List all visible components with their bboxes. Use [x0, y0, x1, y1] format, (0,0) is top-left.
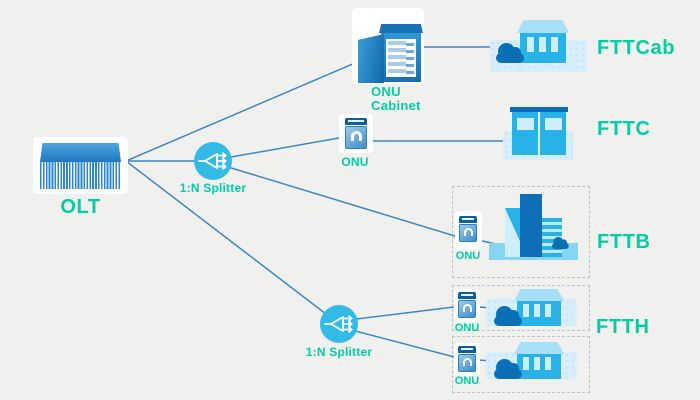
onu-device-icon	[458, 292, 476, 318]
onu-fttc-label: ONU	[341, 155, 369, 169]
onu-cabinet-node[interactable]	[352, 8, 424, 84]
ftth-lower-house-icon[interactable]	[514, 342, 564, 379]
onu-fttc-node[interactable]	[339, 114, 373, 153]
splitter-top-label: 1:N Splitter	[179, 181, 247, 195]
cloud-icon	[552, 237, 569, 249]
onu-arch-icon	[462, 304, 472, 312]
link-olt-to-splitter-bottom	[125, 160, 340, 325]
onu-ftth-upper-node[interactable]	[454, 289, 480, 322]
fttcab-house-icon[interactable]	[517, 20, 569, 63]
onu-arch-icon	[350, 131, 362, 141]
link-splitter-top-to-onu-fttb	[214, 162, 469, 241]
link-splitter-top-to-onu-fttc	[213, 134, 357, 161]
onu-ftth-lower-node[interactable]	[454, 343, 480, 376]
olt-node[interactable]	[33, 137, 128, 194]
onu-cabinet-label-line1: ONU	[371, 84, 401, 99]
onu-cabinet-label: ONU Cabinet	[371, 85, 431, 113]
onu-fttb-node[interactable]	[455, 211, 482, 249]
ftth-upper-house-icon[interactable]	[514, 289, 564, 326]
cabinet-cap-icon	[379, 24, 423, 33]
onu-arch-icon	[462, 358, 472, 366]
onu-device-icon	[345, 118, 367, 149]
onu-device-icon	[458, 346, 476, 372]
link-splitter-bottom-to-onu-ftth-lower	[339, 326, 463, 360]
link-splitter-bottom-to-onu-ftth-upper	[339, 305, 463, 322]
fttcab-label: FTTCab	[597, 37, 676, 59]
ftth-label: FTTH	[596, 316, 650, 338]
cabinet-door-icon	[358, 34, 384, 83]
ftth-upper-group-box	[452, 285, 590, 331]
city-buildings-icon[interactable]	[489, 194, 578, 260]
onu-ftth-lower-label: ONU	[454, 375, 480, 387]
splitter-bottom-label: 1:N Splitter	[305, 345, 373, 359]
fttb-group-box	[452, 186, 590, 278]
fttb-label: FTTB	[597, 231, 651, 253]
cloud-icon	[496, 43, 524, 63]
splitter-top-node[interactable]	[194, 142, 232, 180]
onu-arch-icon	[463, 228, 473, 236]
cabinet-rack-icon	[386, 39, 416, 77]
olt-label: OLT	[60, 196, 101, 218]
cloud-icon	[494, 359, 522, 379]
fttc-cabinet-icon[interactable]	[510, 107, 568, 155]
splitter-icon	[198, 152, 227, 170]
link-olt-to-onu-cabinet	[125, 47, 391, 162]
cloud-icon	[494, 306, 522, 326]
onu-ftth-upper-label: ONU	[454, 322, 480, 334]
onu-cabinet-label-line2: Cabinet	[371, 98, 421, 113]
ftth-lower-group-box	[452, 336, 590, 393]
splitter-bottom-node[interactable]	[320, 305, 358, 343]
fttc-label: FTTC	[597, 118, 651, 140]
onu-device-icon	[459, 216, 477, 242]
onu-fttb-label: ONU	[455, 250, 481, 262]
splitter-icon	[324, 315, 353, 333]
olt-ports-icon	[40, 162, 121, 189]
olt-icon	[40, 143, 121, 162]
